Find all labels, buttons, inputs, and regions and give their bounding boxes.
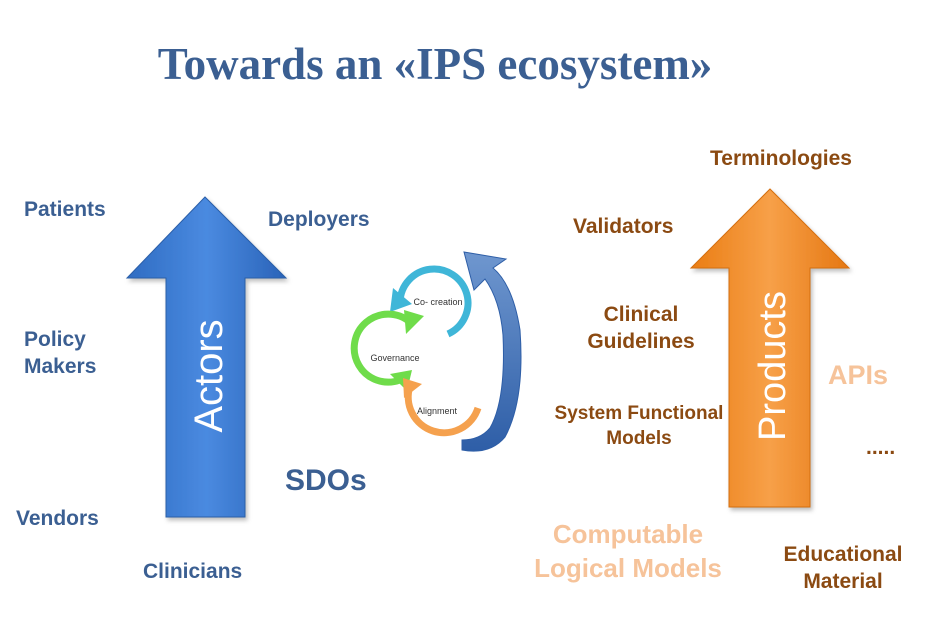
actors-arrow	[125, 196, 288, 518]
label-computable-logical-models-line1: Computable	[552, 519, 704, 549]
label-clinical-guidelines: Clinical Guidelines	[578, 301, 704, 356]
label-apis: APIs	[828, 360, 889, 390]
co-creation-ring	[390, 265, 472, 338]
label-ellipsis: .....	[866, 436, 896, 459]
label-clinical-guidelines-line2: Guidelines	[587, 330, 695, 354]
label-system-functional-models-line2: Models	[606, 427, 672, 449]
label-deployers: Deployers	[268, 208, 370, 231]
label-policy-makers-line1: Policy	[24, 328, 86, 351]
label-sdos: SDOs	[285, 464, 367, 497]
label-terminologies: Terminologies	[710, 147, 852, 170]
label-educational-material: Educational Material	[768, 541, 918, 596]
governance-label: Governance	[370, 353, 419, 363]
governance-ring	[350, 310, 424, 391]
label-policy-makers-line2: Makers	[24, 355, 97, 379]
products-arrow	[689, 188, 851, 508]
label-vendors: Vendors	[16, 507, 99, 530]
products-arrow-label: Products	[752, 291, 794, 441]
label-computable-logical-models-line2: Logical Models	[534, 552, 722, 583]
label-system-functional-models-line1: System Functional	[554, 403, 724, 424]
label-clinicians: Clinicians	[143, 560, 243, 583]
label-system-functional-models: System Functional Models	[544, 402, 734, 451]
alignment-ring	[403, 378, 482, 437]
label-computable-logical-models: Computable Logical Models	[523, 518, 733, 586]
label-educational-material-line2: Material	[803, 570, 883, 594]
alignment-label: Alignment	[417, 406, 458, 416]
cycle-return-arrow	[461, 251, 522, 452]
label-patients: Patients	[24, 198, 106, 221]
label-educational-material-line1: Educational	[783, 543, 903, 566]
co-creation-label: Co- creation	[413, 297, 462, 307]
actors-arrow-label: Actors	[187, 319, 231, 432]
label-policy-makers: Policy Makers	[24, 326, 96, 381]
label-validators: Validators	[573, 215, 674, 238]
label-clinical-guidelines-line1: Clinical	[603, 303, 679, 326]
page-title: Towards an «IPS ecosystem»	[157, 39, 713, 89]
